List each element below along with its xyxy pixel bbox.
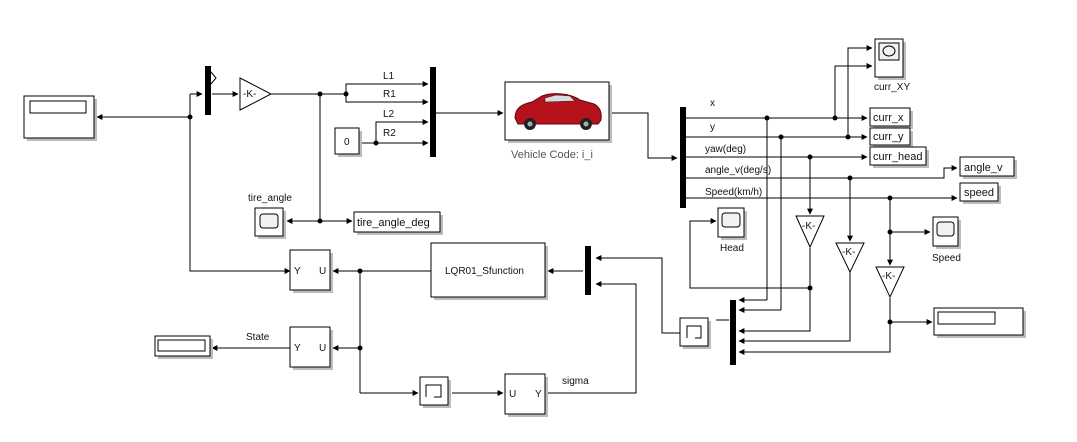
speed-scope-label: Speed <box>932 253 961 264</box>
tire-angle-deg-goto[interactable]: tire_angle_deg <box>353 211 443 235</box>
display-block-right[interactable] <box>933 307 1026 338</box>
gain-angle-v-label: -K- <box>842 247 855 258</box>
head-scope[interactable]: Head <box>717 207 747 254</box>
curr-head-goto[interactable]: curr_head <box>869 146 929 168</box>
signal-label-r1: R1 <box>383 89 396 100</box>
curr-y-goto[interactable]: curr_y <box>869 127 913 148</box>
curr-y-label: curr_y <box>873 131 904 143</box>
demux-block-vehicle[interactable] <box>680 107 686 208</box>
tire-angle-scope[interactable] <box>254 207 286 239</box>
gain-yaw-label: -K- <box>802 221 815 232</box>
signal-label-x: x <box>710 98 715 109</box>
curr-x-label: curr_x <box>873 112 904 124</box>
gain-label: -K- <box>243 89 256 100</box>
gain-block-yaw[interactable]: -K- <box>795 215 825 249</box>
curr-head-label: curr_head <box>873 151 923 163</box>
signal-label-sigma: sigma <box>562 376 589 387</box>
signal-label-r2: R2 <box>383 128 396 139</box>
mux-block-wheels[interactable] <box>430 67 436 157</box>
curr-xy-scope[interactable]: curr_XY <box>874 38 910 93</box>
signal-label-state: State <box>246 332 270 343</box>
vehicle-caption: Vehicle Code: i_i <box>511 149 593 161</box>
speed-goto-label: speed <box>964 187 994 199</box>
gain-speed-label: -K- <box>882 271 895 282</box>
speed-goto[interactable]: speed <box>959 182 1001 204</box>
curr-x-goto[interactable]: curr_x <box>869 107 913 129</box>
gain-block-angle-v[interactable]: -K- <box>835 242 865 274</box>
integrator-block[interactable]: U Y <box>504 373 548 417</box>
car-icon <box>514 93 602 130</box>
gain-block-steer[interactable]: -K- <box>239 77 273 111</box>
angle-v-label: angle_v <box>964 162 1003 174</box>
selector-lower-u-port: U <box>319 343 326 354</box>
signal-label-yaw: yaw(deg) <box>705 144 746 155</box>
memory-block-lower[interactable] <box>419 376 451 408</box>
signal-label-speed: Speed(km/h) <box>705 187 762 198</box>
integrator-y-port: Y <box>535 389 542 400</box>
selector-upper-y-port: Y <box>294 266 301 277</box>
signal-label-angle-v: angle_v(deg/s) <box>705 165 771 176</box>
integrator-u-port: U <box>509 389 516 400</box>
vehicle-block[interactable]: Vehicle Code: i_i <box>504 81 612 161</box>
selector-upper-u-port: U <box>319 266 326 277</box>
tire-angle-deg-label: tire_angle_deg <box>357 217 430 229</box>
mux-block-lqr[interactable] <box>585 246 591 295</box>
memory-block[interactable] <box>679 317 711 349</box>
mux-block-states[interactable] <box>730 300 736 365</box>
speed-scope[interactable]: Speed <box>932 216 961 264</box>
lqr-sfunction-block[interactable]: LQR01_Sfunction <box>430 242 548 300</box>
tire-angle-scope-label: tire_angle <box>248 193 292 204</box>
signal-label-y: y <box>710 122 715 133</box>
mux-block-input[interactable] <box>205 66 217 115</box>
signal-label-l2: L2 <box>383 109 395 120</box>
selector-lower-y-port: Y <box>294 343 301 354</box>
head-scope-label: Head <box>720 243 744 254</box>
constant-value: 0 <box>344 137 350 148</box>
constant-block[interactable]: 0 <box>334 127 362 157</box>
gain-block-speed[interactable]: -K- <box>875 266 905 299</box>
angle-v-goto[interactable]: angle_v <box>959 156 1017 179</box>
curr-xy-label: curr_XY <box>874 82 910 93</box>
signal-label-l1: L1 <box>383 71 395 82</box>
selector-block-upper[interactable]: Y U <box>289 249 333 293</box>
signal-lines <box>96 45 958 396</box>
state-display-block[interactable] <box>154 335 213 359</box>
junction-dots <box>187 91 893 351</box>
display-block-left[interactable] <box>23 95 97 141</box>
selector-block-lower[interactable]: Y U <box>289 326 333 370</box>
lqr-label: LQR01_Sfunction <box>445 266 524 277</box>
